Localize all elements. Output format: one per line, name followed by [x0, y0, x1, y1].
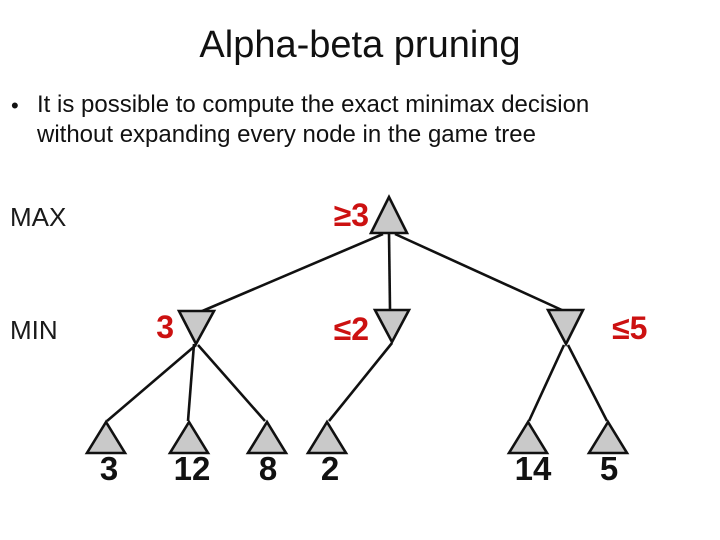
bullet-marker: • — [11, 93, 19, 118]
edge-min1-to-leaf-8 — [197, 344, 266, 422]
leaf-node-12-triangle — [167, 419, 211, 455]
leaf-node-5-triangle — [586, 419, 630, 455]
edge-min2-to-leaf-2 — [327, 342, 394, 422]
bullet-paragraph: It is possible to compute the exact mini… — [37, 90, 707, 150]
bullet-line-2: without expanding every node in the game… — [37, 121, 536, 148]
leaf-node-3-triangle — [84, 419, 128, 455]
bullet-line-1: It is possible to compute the exact mini… — [37, 91, 590, 118]
leaf-value-label: 12 — [174, 450, 211, 487]
edge-root-to-min1 — [199, 232, 384, 314]
slide-title: Alpha-beta pruning — [199, 24, 521, 66]
min-node-3-triangle — [545, 308, 586, 347]
min-row-label: MIN — [10, 315, 58, 345]
leaf-value-label: 14 — [515, 450, 552, 487]
root-value-label: ≥3 — [334, 197, 369, 233]
leaf-value-label: 8 — [259, 450, 277, 487]
leaf-value-label: 2 — [321, 450, 339, 487]
max-row-label: MAX — [10, 202, 66, 232]
min1-value-label: 3 — [156, 309, 174, 345]
edge-min3-to-leaf-5 — [566, 344, 609, 422]
edge-min1-to-leaf-3 — [106, 344, 197, 422]
min2-value-label: ≤2 — [334, 311, 369, 347]
edge-root-to-min2 — [387, 232, 392, 310]
leaf-node-14-triangle — [506, 419, 550, 455]
leaf-node-2-triangle — [305, 419, 349, 455]
max-root-node-triangle — [368, 194, 410, 235]
min3-value-label: ≤5 — [612, 310, 647, 346]
leaf-value-label: 3 — [100, 450, 118, 487]
edge-min1-to-leaf-12 — [186, 343, 196, 422]
min-node-1-triangle — [176, 309, 217, 347]
leaf-node-8-triangle — [245, 419, 289, 455]
edge-root-to-min3 — [394, 232, 565, 313]
min-node-2-triangle — [372, 308, 412, 345]
edge-min3-to-leaf-14 — [527, 344, 566, 422]
leaf-value-label: 5 — [600, 450, 618, 487]
